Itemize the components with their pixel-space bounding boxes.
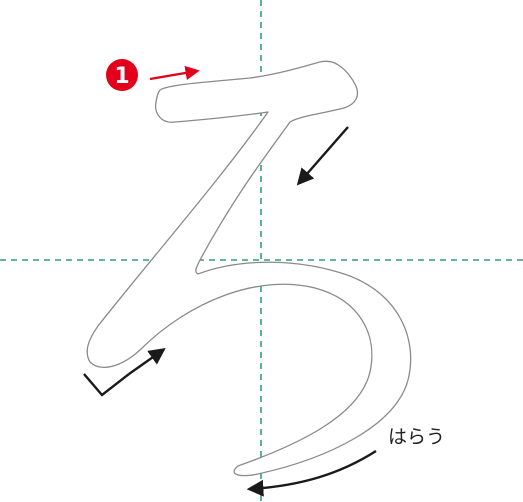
stroke-end-label: はらう [388, 426, 445, 448]
step-number: 1 [114, 64, 129, 89]
direction-arrow-diagonal-up [128, 348, 166, 375]
direction-arrow-sweep [246, 449, 377, 497]
character-outline [86, 60, 412, 477]
step-badge-circle [106, 59, 138, 91]
checkmark-hook-icon [83, 373, 130, 397]
start-arrow-icon [149, 65, 200, 81]
direction-arrow-diagonal-down [296, 126, 349, 186]
step-badge: 1 [106, 59, 138, 91]
